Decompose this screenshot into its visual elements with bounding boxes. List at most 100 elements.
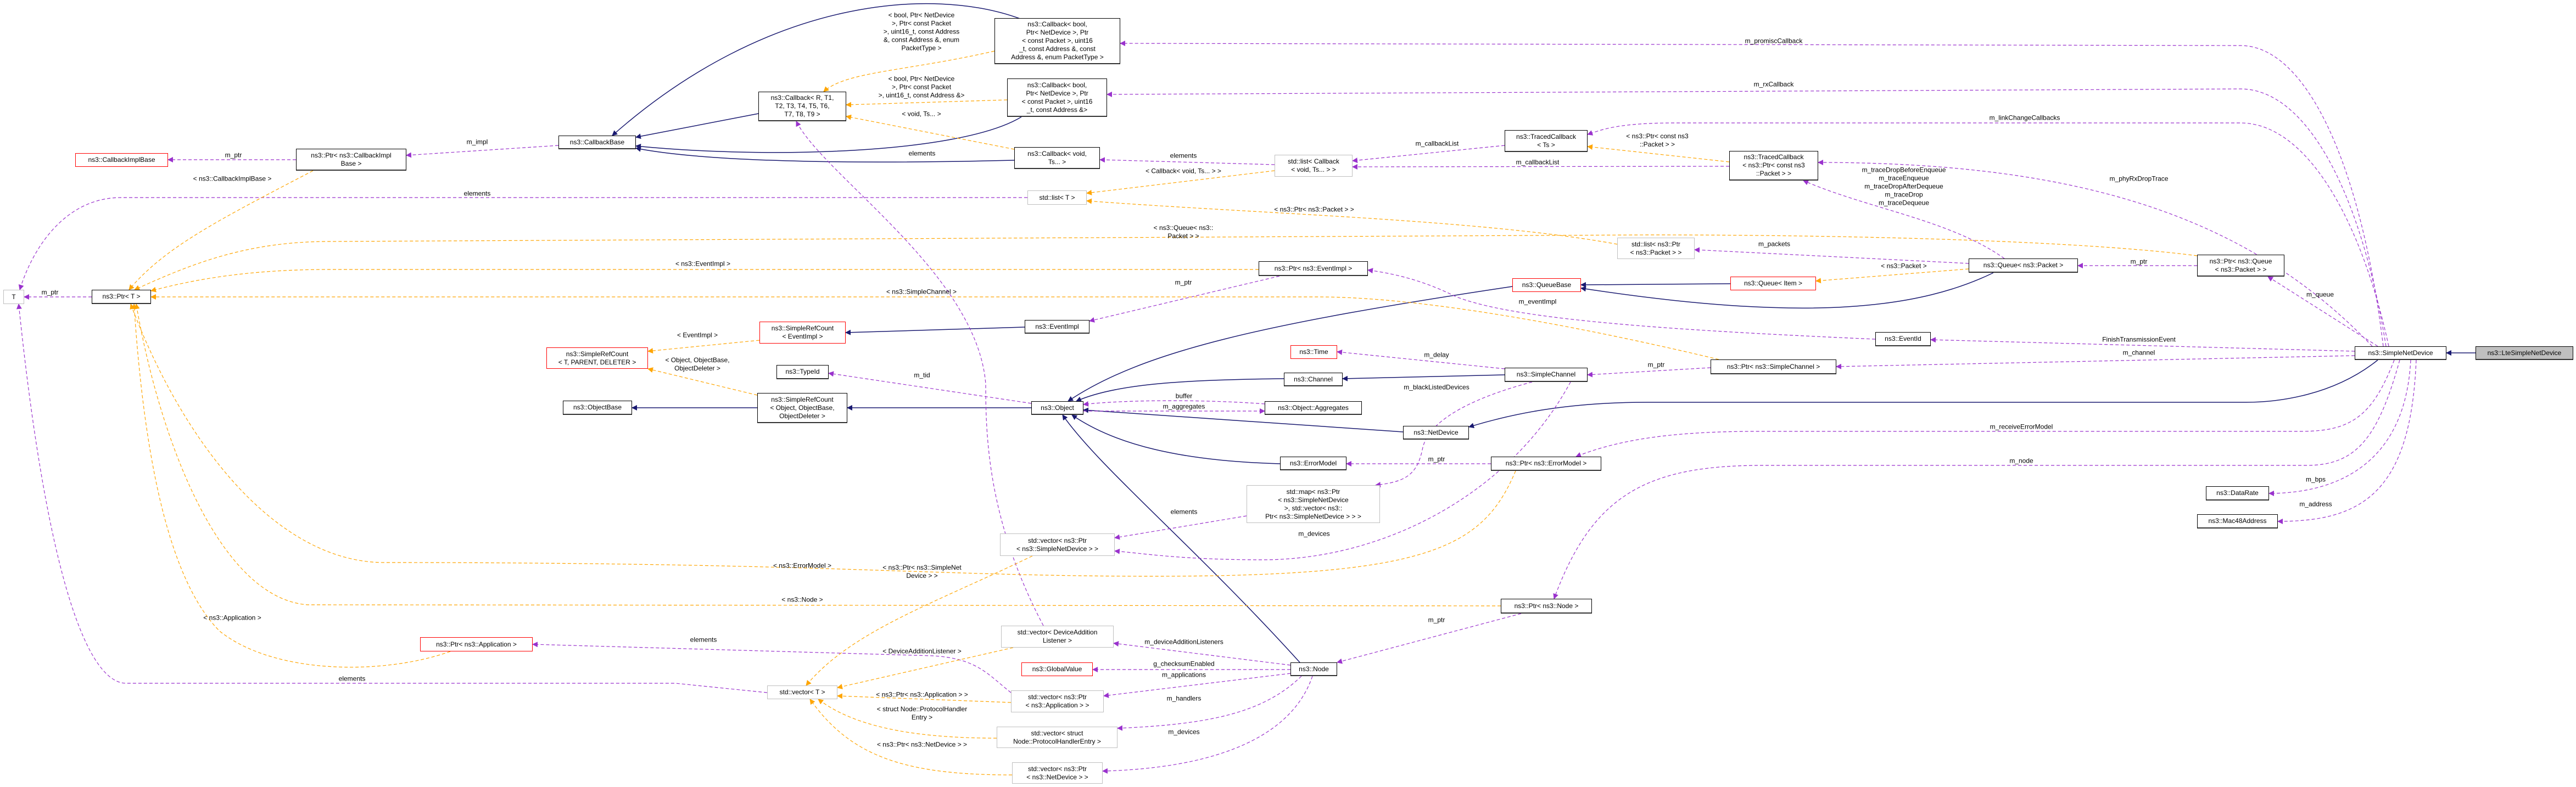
- edge-inherit-node: [1062, 414, 1300, 663]
- edge-label: elements: [463, 189, 491, 198]
- node-traced-callback-packet[interactable]: ns3::TracedCallback < ns3::Ptr< const ns…: [1729, 151, 1818, 181]
- node-vector-ptr-simple-net-device[interactable]: std::vector< ns3::Ptr < ns3::SimpleNetDe…: [1000, 533, 1115, 556]
- edge-tpl-21: [1815, 268, 1969, 284]
- node-ptr-node[interactable]: ns3::Ptr< ns3::Node >: [1501, 599, 1592, 614]
- node-simple-channel[interactable]: ns3::SimpleChannel: [1505, 368, 1588, 382]
- edge-use-4: [18, 197, 1027, 290]
- edge-tpl-20: [1587, 144, 1730, 162]
- edge-use-36: [1103, 673, 1291, 698]
- edge-use-19: [1836, 355, 2355, 369]
- node-vector-device-addition-listener[interactable]: std::vector< DeviceAddition Listener >: [1001, 626, 1114, 648]
- node-ptr-application[interactable]: ns3::Ptr< ns3::Application >: [420, 637, 533, 651]
- edge-label: elements: [690, 636, 717, 644]
- edge-inherit-callback-void: [635, 146, 1015, 162]
- node-object[interactable]: ns3::Object: [1031, 401, 1083, 415]
- node-callback-void[interactable]: ns3::Callback< void, Ts... >: [1014, 147, 1100, 169]
- edge-use-23: [1375, 381, 1533, 487]
- node-vector-t[interactable]: std::vector< T >: [767, 685, 837, 699]
- node-lte-simple-net-device[interactable]: ns3::LteSimpleNetDevice: [2476, 346, 2573, 360]
- node-vector-ptr-application[interactable]: std::vector< ns3::Ptr < ns3::Application…: [1011, 690, 1104, 712]
- edge-label: < ns3::Packet >: [1881, 262, 1927, 270]
- edge-label: m_receiveErrorModel: [1990, 423, 2053, 431]
- node-ptr-eventimpl[interactable]: ns3::Ptr< ns3::EventImpl >: [1259, 261, 1368, 276]
- edge-inherit-channel: [1076, 378, 1284, 402]
- edge-label: < ns3::Ptr< ns3::NetDevice > >: [876, 740, 968, 749]
- edge-tpl-18: [818, 699, 997, 739]
- edge-label: m_bps: [2305, 475, 2326, 484]
- node-data-rate[interactable]: ns3::DataRate: [2206, 486, 2269, 501]
- edge-tpl-13: [647, 340, 760, 354]
- node-eventimpl[interactable]: ns3::EventImpl: [1025, 320, 1089, 334]
- edge-label: m_applications: [1161, 671, 1206, 679]
- node-channel[interactable]: ns3::Channel: [1284, 373, 1343, 386]
- node-map-devices[interactable]: std::map< ns3::Ptr < ns3::SimpleNetDevic…: [1247, 485, 1380, 523]
- node-t[interactable]: T: [3, 290, 24, 304]
- node-ptr-error-model[interactable]: ns3::Ptr< ns3::ErrorModel >: [1491, 457, 1601, 471]
- edge-inherit-callback-promisc: [612, 3, 1022, 136]
- node-eventid[interactable]: ns3::EventId: [1875, 332, 1931, 346]
- node-traced-callback-ts[interactable]: ns3::TracedCallback < Ts >: [1505, 130, 1588, 152]
- edge-inherit-errormodel: [1071, 414, 1281, 464]
- edge-label: < EventImpl >: [677, 331, 718, 339]
- node-object-base[interactable]: ns3::ObjectBase: [563, 401, 632, 415]
- node-ptr-simple-channel[interactable]: ns3::Ptr< ns3::SimpleChannel >: [1711, 359, 1836, 374]
- node-queue-packet[interactable]: ns3::Queue< ns3::Packet >: [1969, 258, 2078, 273]
- edge-use-24: [1114, 515, 1247, 540]
- edge-label: m_address: [2299, 500, 2332, 508]
- edge-label: m_ptr: [1175, 278, 1192, 286]
- edge-label: m_blackListedDevices: [1404, 383, 1469, 391]
- node-net-device[interactable]: ns3::NetDevice: [1403, 426, 1469, 440]
- node-simple-net-device[interactable]: ns3::SimpleNetDevice: [2355, 346, 2446, 360]
- node-time[interactable]: ns3::Time: [1290, 345, 1337, 359]
- edge-use-34: [1113, 641, 1291, 666]
- edge-use-7: [1352, 164, 1730, 170]
- edge-label: < ns3::Ptr< ns3::Packet > >: [1274, 205, 1354, 213]
- edge-label: < ns3::SimpleChannel >: [886, 288, 957, 296]
- edge-tpl-1: [823, 50, 995, 92]
- node-ptr-callback-impl-base[interactable]: ns3::Ptr< ns3::CallbackImpl Base >: [296, 149, 406, 171]
- edge-label: < Callback< void, Ts... > >: [1145, 167, 1221, 175]
- node-list-ptr-packet[interactable]: std::list< ns3::Ptr < ns3::Packet > >: [1617, 238, 1695, 259]
- edge-label: m_eventImpl: [1518, 297, 1557, 306]
- edge-inherit-netdevice: [1083, 407, 1404, 432]
- node-simplerefcount-tpd[interactable]: ns3::SimpleRefCount < T, PARENT, DELETER…: [546, 347, 648, 369]
- node-global-value[interactable]: ns3::GlobalValue: [1021, 662, 1093, 676]
- edge-use-22: [1114, 381, 1571, 560]
- node-queue-item[interactable]: ns3::Queue< Item >: [1730, 277, 1816, 290]
- edge-label: < ns3::EventImpl >: [675, 260, 731, 268]
- node-simplerefcount-eventimpl[interactable]: ns3::SimpleRefCount < EventImpl >: [759, 322, 846, 344]
- edge-label: m_devices: [1168, 728, 1200, 736]
- edge-use-15: [2267, 276, 2378, 347]
- node-list-t[interactable]: std::list< T >: [1027, 190, 1087, 205]
- node-callback-impl-base[interactable]: ns3::CallbackImplBase: [75, 153, 168, 167]
- edge-label: g_checksumEnabled: [1153, 660, 1215, 668]
- edge-use-17: [1367, 268, 1876, 340]
- node-error-model[interactable]: ns3::ErrorModel: [1280, 457, 1346, 470]
- node-callback-rx[interactable]: ns3::Callback< bool, Ptr< NetDevice >, P…: [1007, 78, 1107, 117]
- node-simplerefcount-object[interactable]: ns3::SimpleRefCount < Object, ObjectBase…: [757, 393, 847, 423]
- node-callback-r[interactable]: ns3::Callback< R, T1, T2, T3, T4, T5, T6…: [758, 92, 846, 121]
- node-ptr-t[interactable]: ns3::Ptr< T >: [92, 290, 151, 304]
- edge-label: m_linkChangeCallbacks: [1989, 114, 2060, 122]
- edge-label: m_devices: [1298, 530, 1330, 538]
- node-mac48-address[interactable]: ns3::Mac48Address: [2197, 514, 2278, 529]
- node-callback-promisc[interactable]: ns3::Callback< bool, Ptr< NetDevice >, P…: [994, 18, 1120, 64]
- edge-use-8: [1120, 41, 2384, 347]
- node-list-callback[interactable]: std::list< Callback < void, Ts... > >: [1275, 155, 1353, 177]
- node-node[interactable]: ns3::Node: [1290, 662, 1337, 676]
- edge-label: m_deviceAdditionListeners: [1144, 638, 1223, 646]
- edge-label: < struct Node::ProtocolHandler Entry >: [876, 705, 968, 721]
- node-typeid[interactable]: ns3::TypeId: [776, 365, 829, 379]
- node-ptr-queue[interactable]: ns3::Ptr< ns3::Queue < ns3::Packet > >: [2197, 255, 2284, 277]
- edge-inherit-eventimpl: [845, 327, 1025, 335]
- node-callback-base[interactable]: ns3::CallbackBase: [558, 136, 636, 149]
- edge-label: m_tid: [914, 371, 930, 379]
- node-vector-protocol-handler-entry[interactable]: std::vector< struct Node::ProtocolHandle…: [997, 727, 1117, 748]
- node-queue-base[interactable]: ns3::QueueBase: [1512, 278, 1581, 292]
- edge-label: < bool, Ptr< NetDevice >, Ptr< const Pac…: [878, 75, 965, 99]
- edge-label: m_aggregates: [1163, 402, 1205, 411]
- node-object-aggregates[interactable]: ns3::Object::Aggregates: [1265, 401, 1362, 415]
- node-vector-ptr-net-device[interactable]: std::vector< ns3::Ptr < ns3::NetDevice >…: [1012, 762, 1103, 784]
- edge-label: < Object, ObjectBase, ObjectDeleter >: [665, 356, 730, 372]
